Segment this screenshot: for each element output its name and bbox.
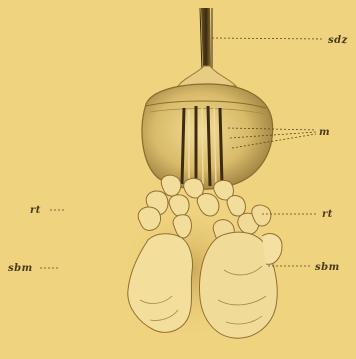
muscle-band-3 (208, 106, 210, 186)
stalk (201, 8, 211, 70)
muscle-band-1 (182, 108, 184, 184)
leader-sdz (212, 38, 324, 39)
muscle-band-4 (220, 108, 222, 184)
label-sbm-right: sbm (315, 262, 340, 273)
label-sbm-left: sbm (8, 263, 33, 274)
label-m: m (319, 127, 330, 138)
label-sdz: sdz (328, 35, 348, 46)
label-rt-left: rt (30, 205, 41, 216)
stalk-base (178, 66, 236, 86)
label-rt-right: rt (322, 209, 333, 220)
